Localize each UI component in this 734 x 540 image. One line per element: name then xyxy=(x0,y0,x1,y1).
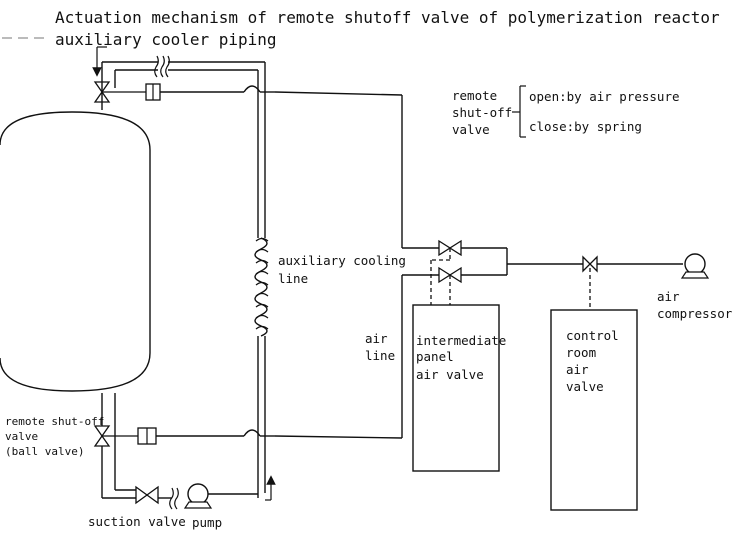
top-remote-shutoff-valve xyxy=(93,81,403,103)
legend-subject-1: remote xyxy=(452,88,497,103)
legend-open: open:by air pressure xyxy=(529,89,680,104)
cooling-vertical-lines xyxy=(257,62,266,498)
aux-cooling-label-2: line xyxy=(278,271,308,286)
aux-cooling-label-1: auxiliary cooling xyxy=(278,253,406,268)
title-line1: Actuation mechanism of remote shutoff va… xyxy=(55,8,720,27)
intermediate-label-3: air valve xyxy=(416,367,484,382)
intermediate-label-2: panel xyxy=(416,349,454,364)
control-room-label-2: room xyxy=(566,345,596,360)
pump xyxy=(183,483,213,509)
intermediate-label-1: intermediate xyxy=(416,333,506,348)
air-line-label-1: air xyxy=(365,331,388,346)
pump-label: pump xyxy=(192,515,222,530)
legend-subject-2: shut-off xyxy=(452,105,512,120)
intermediate-panel-box xyxy=(412,304,500,472)
title-line2: auxiliary cooler piping xyxy=(55,30,277,49)
air-compressor-label-2: compressor xyxy=(657,306,733,321)
control-room-box xyxy=(550,309,638,511)
remote-valve-label-1: remote shut-off xyxy=(5,415,104,428)
remote-valve-label-2: valve xyxy=(5,430,38,443)
legend-close: close:by spring xyxy=(529,119,642,134)
reactor-vessel xyxy=(0,111,151,392)
air-line-label-2: line xyxy=(365,348,395,363)
control-room-label-4: valve xyxy=(566,379,604,394)
top-piping xyxy=(92,46,265,110)
control-room-valve xyxy=(582,255,598,310)
legend: remote shut-off valve open:by air pressu… xyxy=(452,85,680,138)
air-compressor-label-1: air xyxy=(657,289,680,304)
legend-subject-3: valve xyxy=(452,122,490,137)
remote-valve-label-3: (ball valve) xyxy=(5,445,84,458)
auxiliary-cooling-coil xyxy=(254,237,269,337)
bottom-piping xyxy=(101,393,276,510)
control-room-label-3: air xyxy=(566,362,589,377)
control-room-label-1: control xyxy=(566,328,619,343)
suction-valve xyxy=(135,485,159,505)
air-compressor xyxy=(680,253,710,279)
suction-valve-label: suction valve xyxy=(88,514,186,529)
bottom-remote-shutoff-valve xyxy=(93,425,403,447)
intermediate-valve-lower xyxy=(438,266,462,305)
intermediate-valve-upper xyxy=(430,239,462,305)
air-line-piping xyxy=(401,95,683,438)
